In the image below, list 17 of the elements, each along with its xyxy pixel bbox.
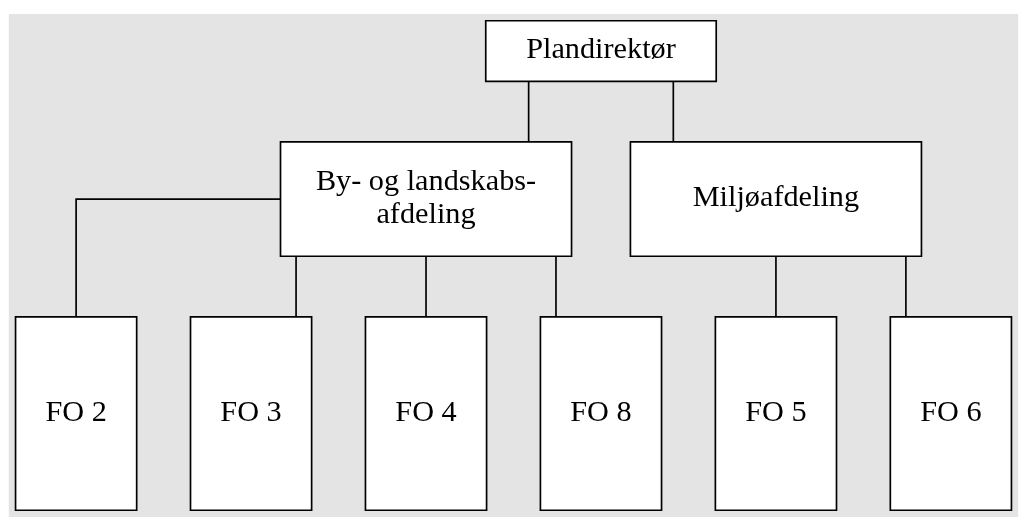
- node-box: FO 5: [714, 315, 838, 512]
- node-box: FO 4: [364, 315, 488, 512]
- connector: [775, 255, 777, 317]
- connector: [905, 255, 907, 317]
- node-box: FO 2: [14, 315, 138, 512]
- node-box: FO 3: [189, 315, 313, 512]
- connector: [425, 255, 427, 317]
- node-box: FO 6: [889, 315, 1013, 512]
- connector: [75, 198, 281, 318]
- connector: [527, 80, 530, 143]
- connector: [295, 255, 297, 317]
- connector: [672, 80, 675, 143]
- connector: [555, 255, 557, 317]
- node-box: Plandirektør: [484, 19, 718, 83]
- node-box: Miljøafdeling: [629, 141, 923, 258]
- node-box: FO 8: [539, 315, 663, 512]
- node-box: By- og landskabs- afdeling: [279, 141, 573, 258]
